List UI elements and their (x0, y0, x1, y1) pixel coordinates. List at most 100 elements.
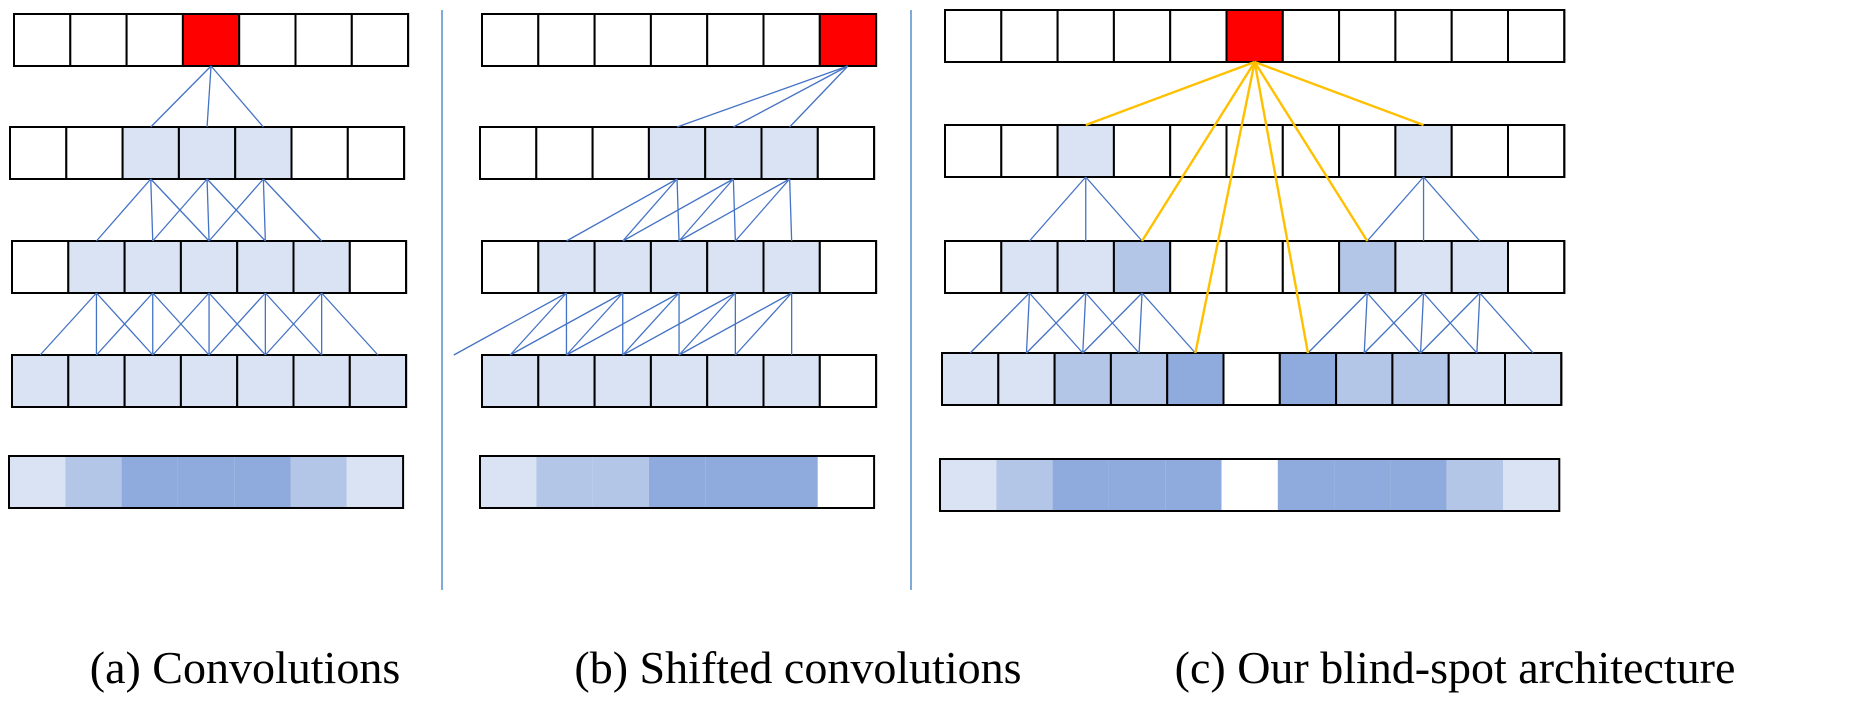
cell (479, 126, 538, 180)
connection-line (1254, 60, 1424, 127)
row-c-l1 (941, 352, 1563, 406)
row-a-l1 (11, 354, 408, 408)
row-c-l3 (944, 124, 1566, 178)
cell (1000, 240, 1059, 294)
row-b-l3 (479, 126, 876, 180)
cell (762, 13, 821, 67)
cell (706, 354, 765, 408)
connection-line (678, 292, 736, 356)
captions: (a) Convolutions (b) Shifted convolution… (90, 642, 1736, 693)
row-outline (944, 124, 1566, 178)
cell (537, 240, 596, 294)
cell (290, 126, 349, 180)
cell (1109, 352, 1169, 406)
connection-line (262, 178, 323, 242)
connection-line (1141, 61, 1256, 242)
cell (1112, 9, 1172, 63)
cell (236, 354, 295, 408)
cell (649, 240, 709, 294)
cell (1450, 124, 1509, 178)
cell (762, 240, 821, 294)
cell (1390, 459, 1447, 511)
cell (762, 354, 821, 408)
cell (9, 126, 68, 180)
connection-line (789, 178, 793, 242)
row-a-out (13, 13, 410, 67)
cell (647, 126, 707, 180)
cell (65, 126, 124, 180)
cell (1169, 240, 1228, 294)
cell (1507, 9, 1566, 63)
cell (1394, 240, 1453, 294)
cell (760, 126, 819, 180)
cell (1000, 9, 1059, 63)
cell (346, 126, 406, 180)
cell (1391, 352, 1450, 406)
cell (1338, 9, 1397, 63)
cell (1394, 9, 1453, 63)
cell (290, 456, 347, 508)
cell (996, 459, 1053, 511)
connection-line (150, 178, 154, 242)
cell (481, 354, 540, 408)
cell (348, 240, 408, 294)
cell (649, 354, 709, 408)
connection-line (1028, 176, 1087, 242)
cell (706, 13, 765, 67)
cell (9, 456, 66, 508)
cell (1056, 124, 1115, 178)
cell (69, 13, 128, 67)
caption-blind-spot-architecture: (c) Our blind-spot architecture (1175, 642, 1736, 693)
row-outline (941, 352, 1563, 406)
cell (123, 354, 182, 408)
row-b-l1 (481, 354, 878, 408)
connection-line (509, 292, 624, 356)
cell (236, 240, 295, 294)
cell (941, 352, 1000, 406)
cell (593, 354, 652, 408)
connection-line (1366, 176, 1425, 242)
cell (649, 13, 709, 67)
cell (177, 126, 237, 180)
row-b-out (481, 13, 878, 67)
cell (944, 124, 1003, 178)
connection-line (622, 292, 736, 356)
connection-line (1138, 292, 1143, 354)
connection-line (1082, 292, 1143, 354)
caption-shifted-convolutions: (b) Shifted convolutions (574, 642, 1021, 693)
cell (537, 13, 596, 67)
cell (704, 126, 763, 180)
caption-convolutions: (a) Convolutions (90, 642, 400, 693)
cell (706, 240, 765, 294)
cell (350, 13, 410, 67)
connection-lines (39, 60, 1534, 356)
connection-line (1194, 61, 1256, 354)
cell (1503, 459, 1560, 511)
row-c-out (944, 9, 1566, 63)
cell (177, 456, 235, 508)
cell (1394, 124, 1453, 178)
target-pixel (818, 13, 878, 67)
cell (1112, 240, 1172, 294)
cell (1169, 9, 1228, 63)
cell (1334, 459, 1391, 511)
target-pixel (181, 13, 241, 67)
connection-line (206, 65, 212, 128)
cell (1112, 124, 1172, 178)
cell (944, 240, 1003, 294)
cell (1507, 124, 1566, 178)
cell (481, 240, 540, 294)
cell (1052, 459, 1109, 511)
connection-line (566, 178, 678, 242)
cell (537, 354, 596, 408)
cell (1165, 459, 1222, 511)
cell (121, 126, 180, 180)
cell (536, 456, 593, 508)
connection-line (565, 292, 624, 356)
connection-line (152, 292, 210, 356)
row-c-l2 (944, 240, 1566, 294)
cell (1507, 240, 1566, 294)
connection-line (678, 178, 734, 242)
connection-line (622, 178, 678, 242)
cell (11, 354, 70, 408)
